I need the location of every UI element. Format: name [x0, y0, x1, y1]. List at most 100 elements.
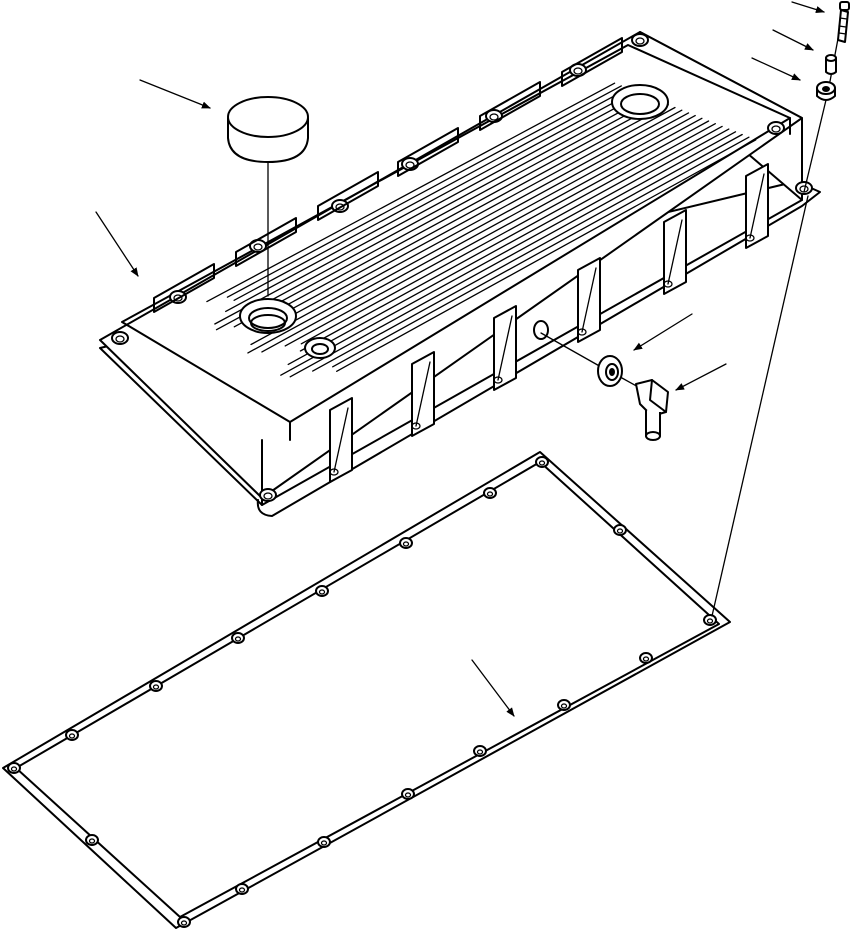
gasket-hole-center — [560, 703, 568, 709]
cooling-fin — [267, 104, 669, 323]
gasket-hole-center — [486, 491, 494, 497]
cover-boss-hole — [253, 243, 263, 251]
cover-port — [304, 337, 336, 359]
gasket-hole — [399, 537, 413, 549]
cover-boss-hole — [771, 125, 781, 133]
gasket-hole-center — [538, 460, 546, 466]
cover-boss-hole — [489, 113, 499, 121]
breather-neck — [611, 84, 669, 120]
cover-boss-hole — [263, 492, 273, 500]
filler-neck — [239, 298, 297, 334]
gasket-hole — [231, 632, 245, 644]
arrow-gasket — [471, 659, 515, 717]
side-rib-edge — [415, 361, 431, 427]
side-rib-boss — [329, 468, 339, 476]
cover-boss-hole — [573, 67, 583, 75]
flange-tab — [235, 217, 297, 267]
gasket-hole — [557, 699, 571, 711]
top-cooling-fins — [206, 82, 757, 378]
cooling-fin — [256, 101, 663, 322]
flange-tab — [317, 171, 379, 221]
cooling-fin — [284, 117, 703, 347]
cooling-fin — [312, 133, 743, 372]
side-rib-boss — [663, 280, 673, 288]
flange-tab — [397, 127, 459, 177]
cooling-fin — [336, 139, 757, 372]
gasket-hole — [703, 614, 717, 626]
cooling-fin — [247, 112, 690, 354]
side-port-hole — [533, 320, 549, 340]
flange-tab — [479, 81, 541, 131]
gasket-hole — [177, 916, 191, 928]
cooling-fin — [250, 109, 683, 346]
arrow-elbow-fitting — [675, 363, 727, 391]
bolt — [837, 1, 850, 43]
side-rib-edge — [581, 267, 597, 333]
gasket-hole — [473, 745, 487, 757]
gasket-hole-center — [476, 749, 484, 755]
gasket-hole-center — [88, 838, 96, 844]
cooling-fin — [300, 120, 710, 345]
gasket-hole — [149, 680, 163, 692]
washer — [597, 355, 623, 387]
gasket-hole-center — [320, 840, 328, 846]
gasket-hole-center — [10, 766, 18, 772]
cover-boss-hole — [335, 203, 345, 211]
cooling-fin — [215, 96, 649, 331]
gasket-hole-center — [642, 656, 650, 662]
side-wall-ribs — [261, 163, 769, 499]
cooling-fin — [289, 131, 737, 378]
flange-tab — [153, 263, 215, 313]
gasket-hole — [639, 652, 653, 664]
assembly-line-gasket — [711, 195, 809, 617]
cooling-fin — [214, 93, 643, 325]
cooling-fin — [226, 85, 622, 298]
gasket-hole — [7, 762, 21, 774]
cooling-fin — [280, 128, 730, 376]
gasket — [2, 451, 731, 929]
gasket-hole-center — [616, 528, 624, 534]
cooling-fin — [299, 123, 716, 352]
grommet — [816, 81, 836, 101]
callout-arrows — [95, 1, 825, 717]
cover-boss — [259, 488, 277, 502]
flange-tab — [561, 37, 623, 87]
cover-boss-hole — [115, 335, 125, 343]
cover-boss-hole — [635, 37, 645, 45]
cooling-fin — [233, 87, 629, 301]
cooling-fin — [206, 82, 616, 303]
gasket-hole — [235, 883, 249, 895]
cover-boss — [631, 33, 649, 47]
sleeve — [825, 54, 837, 75]
gasket-bolt-holes — [7, 456, 717, 928]
gasket-hole-center — [404, 792, 412, 798]
cover-bolt-bosses — [111, 33, 813, 502]
gasket-hole — [401, 788, 415, 800]
valve-cover — [99, 31, 821, 517]
gasket-hole — [85, 834, 99, 846]
cover-boss — [795, 181, 813, 195]
arrow-filler-cap — [139, 79, 211, 109]
gasket-hole-center — [68, 733, 76, 739]
cooling-fin — [261, 114, 696, 353]
gasket-hole-center — [318, 589, 326, 595]
gasket-hole — [315, 585, 329, 597]
side-rib-boss — [493, 376, 503, 384]
arrow-grommet — [751, 57, 801, 81]
gasket-hole-center — [238, 887, 246, 893]
side-rib-edge — [333, 407, 349, 473]
gasket-hole — [483, 487, 497, 499]
arrow-valve-cover — [95, 211, 139, 277]
cover-boss-hole — [173, 294, 183, 302]
gasket-hole — [65, 729, 79, 741]
cooling-fin — [225, 90, 636, 313]
cooling-fin — [332, 136, 750, 368]
cover-boss-hole — [405, 161, 415, 169]
gasket-hole — [317, 836, 331, 848]
gasket-hole-center — [152, 684, 160, 690]
side-rib-edge — [497, 315, 513, 381]
cover-boss — [767, 121, 785, 135]
side-rib-edge — [749, 173, 765, 239]
cooling-fin — [262, 106, 676, 332]
